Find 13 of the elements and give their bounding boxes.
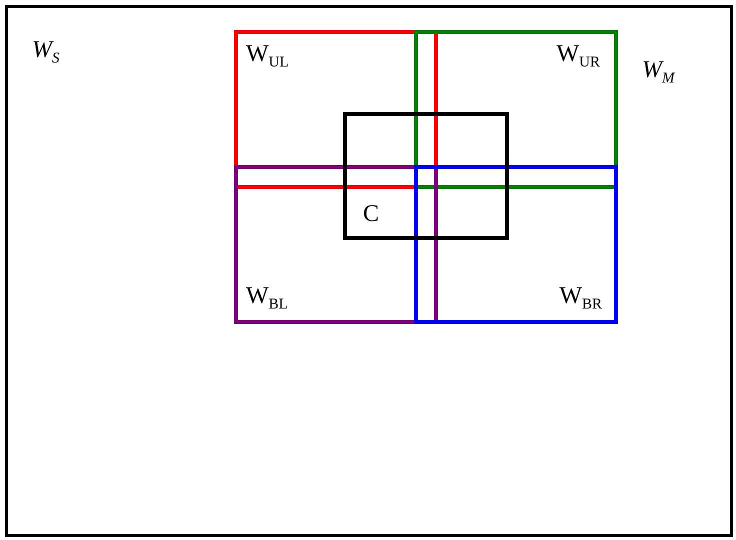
region-symbol: C bbox=[363, 202, 380, 226]
region-symbol: W$_{BR}$ bbox=[559, 284, 602, 312]
set-symbol: W$_{M}$ bbox=[642, 58, 674, 86]
region-symbol: W$_{UL}$ bbox=[246, 42, 289, 70]
window-region bbox=[414, 165, 618, 324]
window-region bbox=[343, 112, 509, 240]
window-region bbox=[414, 30, 618, 189]
region-symbol: W$_{UR}$ bbox=[556, 42, 600, 70]
set-symbol: W$_{S}$ bbox=[32, 38, 60, 66]
region-symbol: W$_{BL}$ bbox=[246, 284, 288, 312]
window-region bbox=[234, 30, 438, 189]
outer-frame bbox=[5, 5, 733, 537]
window-region bbox=[234, 165, 438, 324]
